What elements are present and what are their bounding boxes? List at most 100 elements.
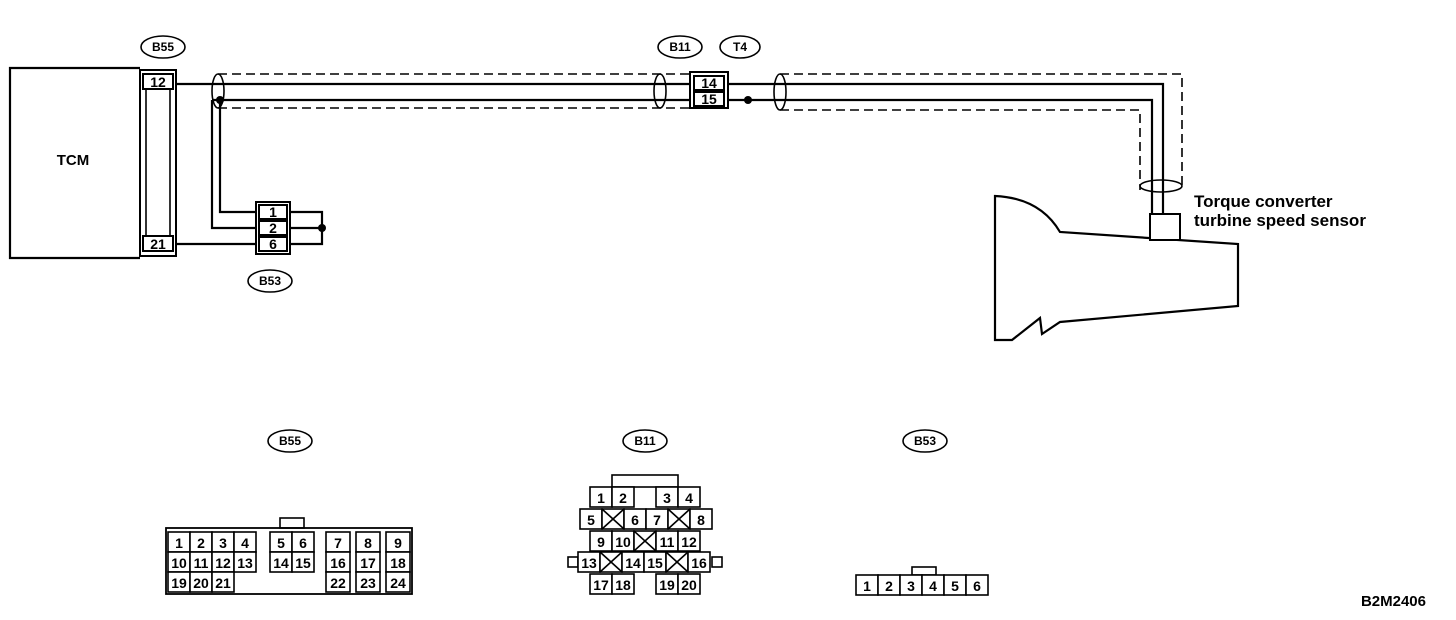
- svg-text:7: 7: [334, 535, 342, 551]
- svg-text:6: 6: [631, 512, 639, 528]
- connector-tag-b55-bottom: B55: [267, 429, 313, 453]
- svg-text:3: 3: [907, 578, 915, 594]
- connector-pin: 3: [655, 486, 679, 508]
- connector-pin: 10: [167, 551, 191, 573]
- b11-pin-14: 14: [701, 75, 717, 91]
- connector-pin: 11: [189, 551, 213, 573]
- turbine-speed-sensor: [1149, 213, 1181, 241]
- b55-pin-21: 21: [150, 236, 166, 252]
- connector-pin: 11: [655, 530, 679, 552]
- connector-pin: 16: [687, 551, 711, 573]
- svg-text:4: 4: [241, 535, 249, 551]
- connector-pin: 6: [291, 531, 315, 553]
- svg-text:2: 2: [197, 535, 205, 551]
- connector-pin: 13: [577, 551, 601, 573]
- svg-text:8: 8: [697, 512, 705, 528]
- svg-text:2: 2: [619, 490, 627, 506]
- connector-pin: 24: [385, 571, 411, 593]
- connector-pin: [633, 530, 657, 552]
- b11-pin-15: 15: [701, 91, 717, 107]
- connector-tag-b11-bottom: B11: [622, 429, 668, 453]
- svg-text:9: 9: [597, 534, 605, 550]
- connector-b53: 1 2 6: [255, 201, 291, 255]
- svg-text:1: 1: [863, 578, 871, 594]
- svg-text:14: 14: [273, 555, 289, 571]
- connector-pin: 2: [189, 531, 213, 553]
- connector-pin: 4: [677, 486, 701, 508]
- svg-text:T4: T4: [733, 40, 747, 54]
- svg-text:10: 10: [171, 555, 187, 571]
- connector-tag-t4: T4: [719, 35, 761, 59]
- svg-text:9: 9: [394, 535, 402, 551]
- svg-text:5: 5: [277, 535, 285, 551]
- connector-pin: 8: [355, 531, 381, 553]
- svg-text:13: 13: [237, 555, 253, 571]
- svg-text:B55: B55: [152, 40, 174, 54]
- svg-text:8: 8: [364, 535, 372, 551]
- svg-text:17: 17: [593, 577, 609, 593]
- svg-text:B11: B11: [669, 40, 691, 54]
- connector-pin: 1: [167, 531, 191, 553]
- connector-tag-b55-top: B55: [140, 35, 186, 59]
- svg-text:19: 19: [659, 577, 675, 593]
- svg-text:11: 11: [194, 555, 209, 571]
- tcm-module: TCM: [8, 66, 140, 260]
- svg-text:12: 12: [681, 534, 697, 550]
- connector-pin: 19: [167, 571, 191, 593]
- connector-pin: 17: [589, 573, 613, 595]
- connector-pin: 10: [611, 530, 635, 552]
- svg-text:13: 13: [581, 555, 597, 571]
- connector-pin: 1: [855, 574, 879, 596]
- svg-text:4: 4: [929, 578, 937, 594]
- svg-text:1: 1: [175, 535, 183, 551]
- connector-pin: 4: [921, 574, 945, 596]
- tcm-label: TCM: [57, 152, 90, 169]
- connector-pin: 5: [269, 531, 293, 553]
- svg-text:7: 7: [653, 512, 661, 528]
- svg-text:B11: B11: [634, 434, 656, 448]
- svg-text:3: 3: [663, 490, 671, 506]
- svg-text:6: 6: [973, 578, 981, 594]
- svg-text:2: 2: [885, 578, 893, 594]
- svg-text:22: 22: [330, 575, 346, 591]
- connector-pin: 18: [611, 573, 635, 595]
- svg-text:14: 14: [625, 555, 641, 571]
- svg-text:3: 3: [219, 535, 227, 551]
- connector-pin: 14: [621, 551, 645, 573]
- svg-text:21: 21: [215, 575, 231, 591]
- svg-text:20: 20: [681, 577, 697, 593]
- svg-text:B53: B53: [914, 434, 936, 448]
- connector-pin: 6: [965, 574, 989, 596]
- connector-tag-b11-top: B11: [657, 35, 703, 59]
- connector-tag-b53-top: B53: [247, 269, 293, 293]
- connector-pin: 2: [877, 574, 901, 596]
- sensor-label-line1: Torque converter: [1194, 192, 1333, 211]
- connector-pin: 12: [211, 551, 235, 573]
- svg-text:17: 17: [360, 555, 376, 571]
- connector-pin: 21: [211, 571, 235, 593]
- connector-pin: 12: [677, 530, 701, 552]
- svg-text:18: 18: [615, 577, 631, 593]
- inline-connector-b11-t4: 14 15: [689, 71, 729, 109]
- svg-text:11: 11: [660, 534, 675, 550]
- connector-pin: [667, 508, 691, 530]
- connector-pin: 18: [385, 551, 411, 573]
- connector-pin: 15: [643, 551, 667, 573]
- svg-text:19: 19: [171, 575, 187, 591]
- connector-pin: [665, 551, 689, 573]
- b55-pin-12: 12: [150, 74, 166, 90]
- connector-pin: 5: [943, 574, 967, 596]
- svg-text:5: 5: [587, 512, 595, 528]
- connector-pin: 7: [645, 508, 669, 530]
- connector-pin: 7: [325, 531, 351, 553]
- svg-text:B53: B53: [259, 274, 281, 288]
- connector-pin: 23: [355, 571, 381, 593]
- tcm-connector-b55: 12 21: [139, 69, 177, 257]
- svg-text:4: 4: [685, 490, 693, 506]
- b53-pin-2: 2: [269, 220, 277, 236]
- svg-text:16: 16: [330, 555, 346, 571]
- svg-text:5: 5: [951, 578, 959, 594]
